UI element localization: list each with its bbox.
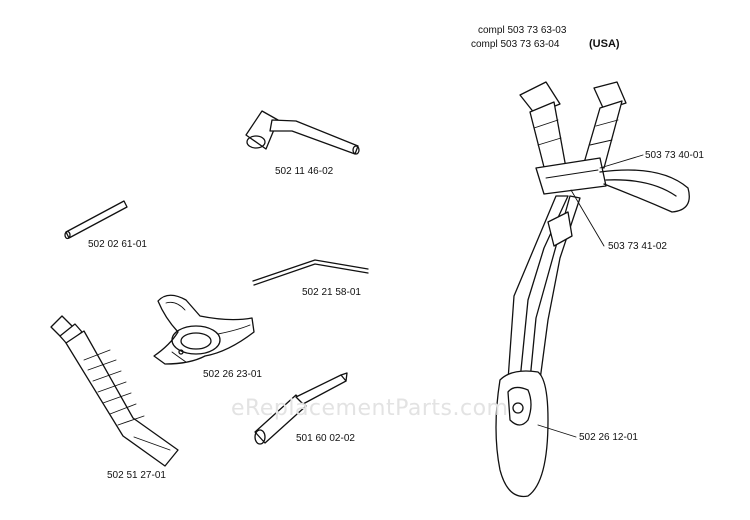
part-label-buckle-lower: 503 73 41-02 bbox=[608, 241, 667, 252]
part-label-wrench: 502 11 46-02 bbox=[275, 166, 334, 177]
part-label-hip-pad: 502 26 12-01 bbox=[579, 432, 638, 443]
t-wrench-drawing bbox=[245, 110, 360, 155]
harness-compl-label-1: compl 503 73 63-03 bbox=[478, 25, 567, 36]
harness-drawing bbox=[495, 81, 690, 498]
bent-rod-drawing bbox=[252, 259, 369, 286]
leader-lines bbox=[537, 154, 644, 438]
part-label-pin: 502 02 61-01 bbox=[88, 239, 147, 250]
part-label-rod: 502 21 58-01 bbox=[302, 287, 361, 298]
usa-tag: (USA) bbox=[589, 38, 620, 50]
watermark-text: eReplacementParts.com bbox=[231, 396, 509, 421]
part-label-buckle-upper: 503 73 40-01 bbox=[645, 150, 704, 161]
screwdriver-drawing bbox=[254, 372, 348, 445]
part-label-guard: 502 26 23-01 bbox=[203, 369, 262, 380]
part-label-screwdriver: 501 60 02-02 bbox=[296, 433, 355, 444]
guard-drawing bbox=[153, 294, 255, 365]
part-label-tube: 502 51 27-01 bbox=[107, 470, 166, 481]
pin-drawing bbox=[64, 200, 128, 240]
grease-tube-drawing bbox=[50, 315, 179, 467]
harness-compl-label-2: compl 503 73 63-04 bbox=[471, 39, 560, 50]
